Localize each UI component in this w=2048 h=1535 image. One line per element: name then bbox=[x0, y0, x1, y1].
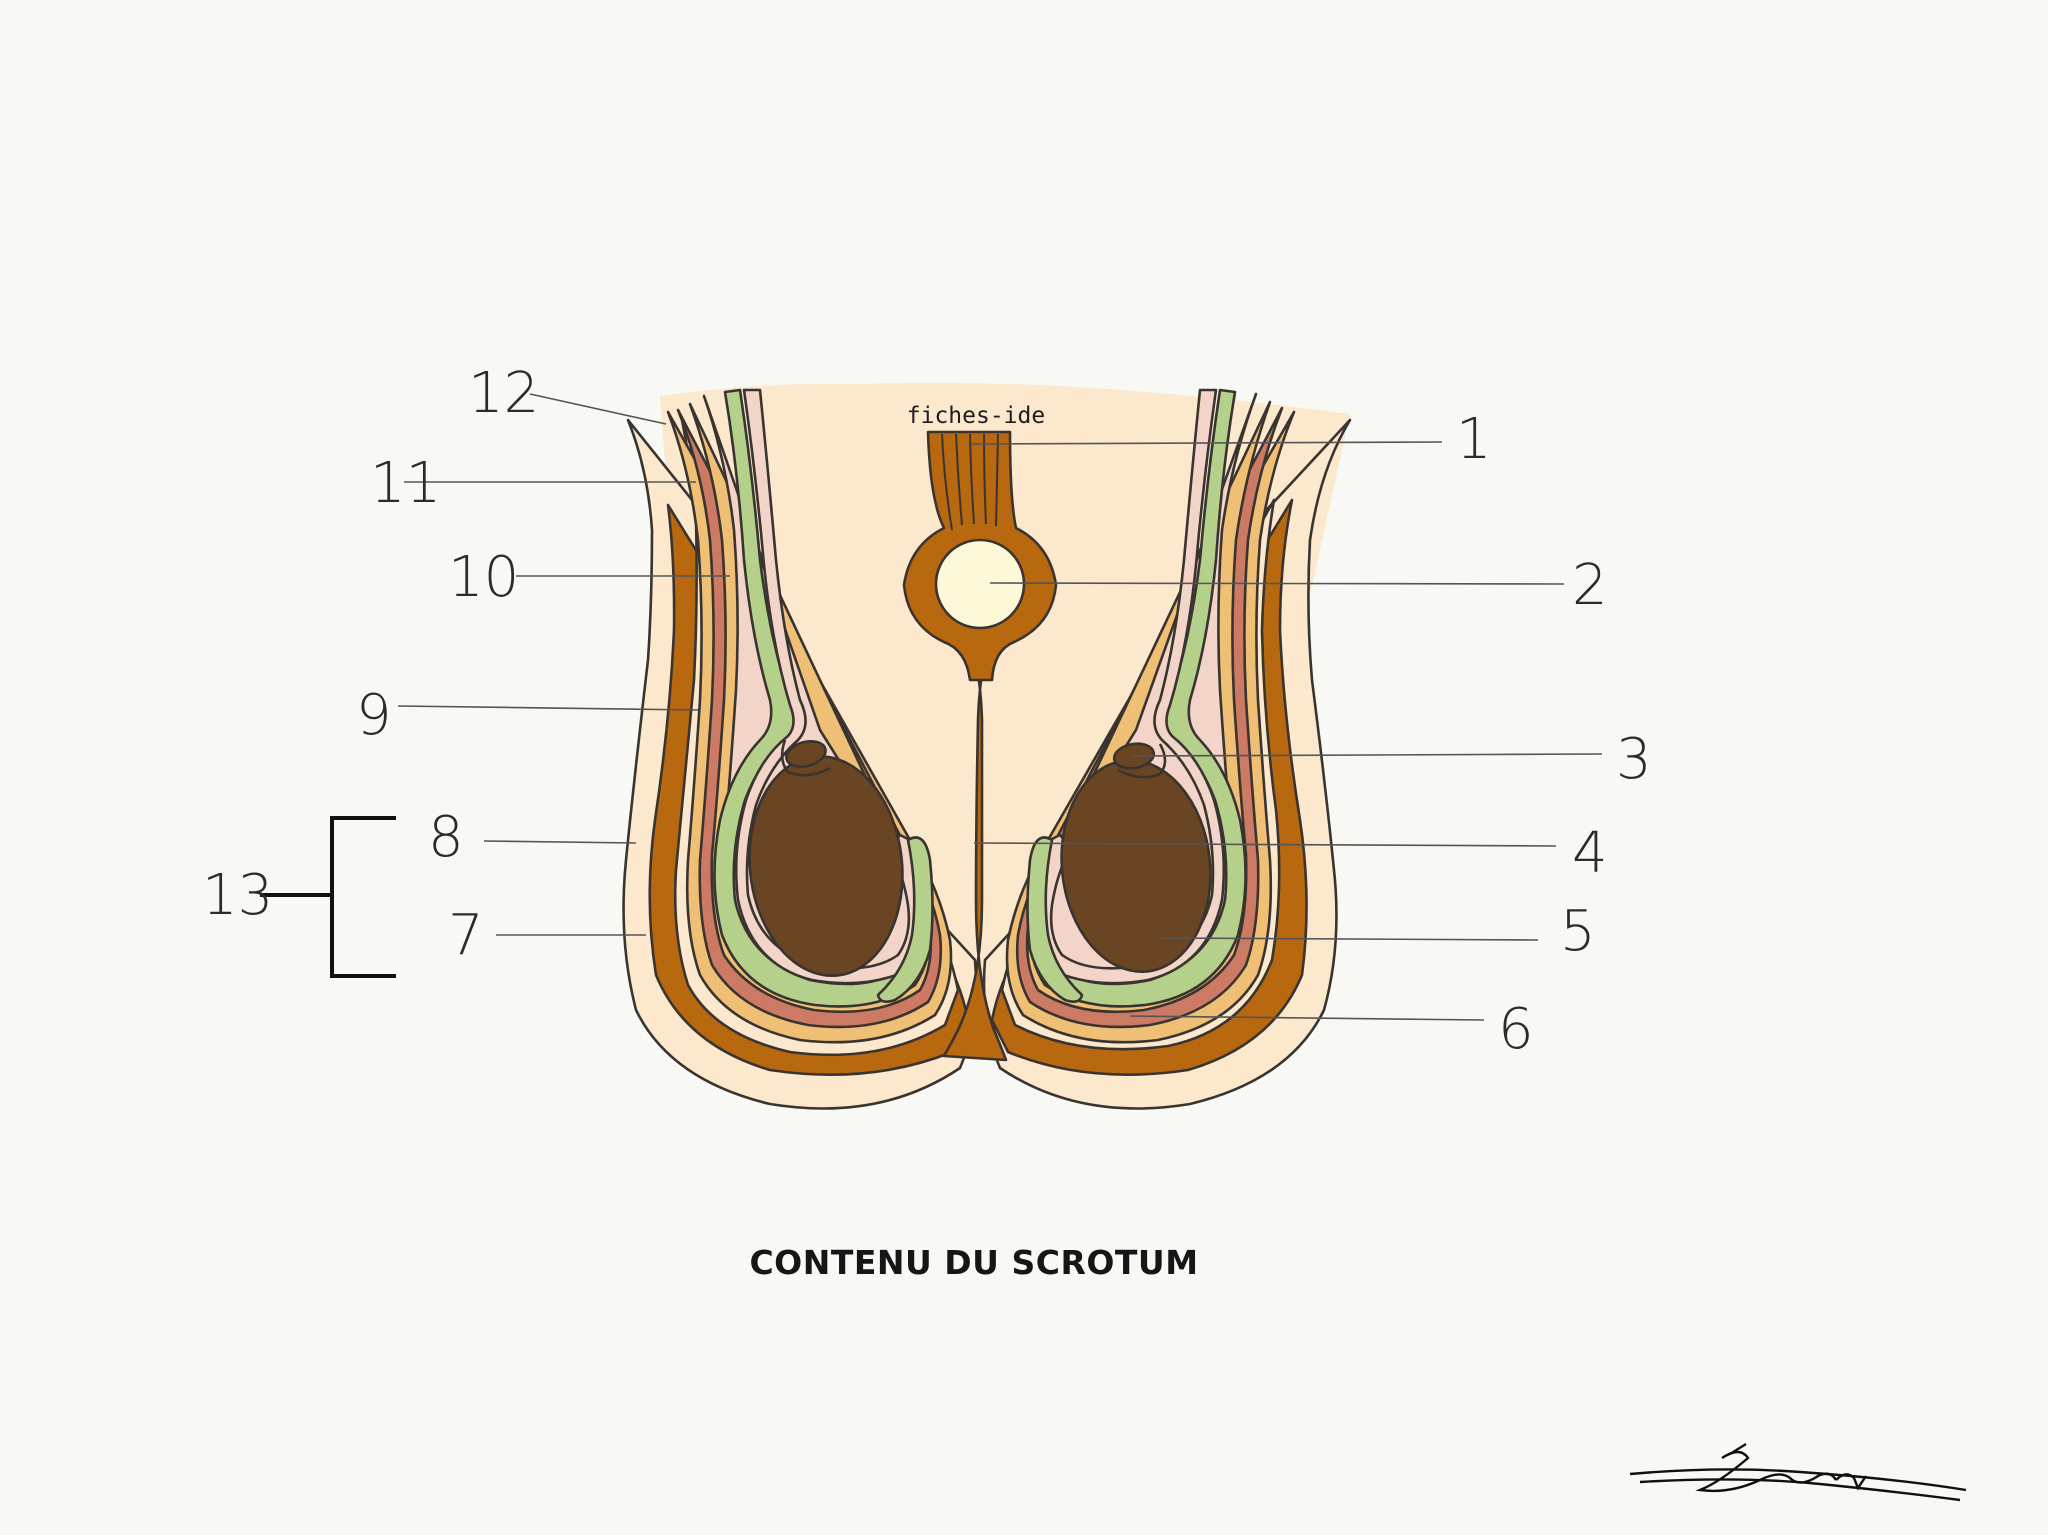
label-10: 10 bbox=[448, 545, 519, 610]
leader-lines bbox=[397, 393, 1603, 1021]
left-green-thread bbox=[780, 739, 831, 777]
left-hemiscrotum bbox=[622, 388, 978, 1110]
scrotum-body bbox=[622, 382, 1352, 1110]
bracket-13 bbox=[260, 816, 396, 978]
right-epididymis-tail bbox=[1026, 836, 1084, 1003]
label-2: 2 bbox=[1572, 553, 1608, 618]
label-6: 6 bbox=[1498, 997, 1534, 1062]
median-septum bbox=[942, 634, 1008, 1062]
watermark: fiches-ide bbox=[907, 403, 1045, 429]
left-vessel bbox=[785, 740, 827, 768]
label-11: 11 bbox=[370, 451, 441, 516]
label-4: 4 bbox=[1572, 821, 1608, 886]
right-green-thread bbox=[1117, 743, 1167, 779]
label-9: 9 bbox=[356, 683, 392, 748]
right-hemiscrotum bbox=[982, 388, 1352, 1110]
label-3: 3 bbox=[1616, 727, 1652, 792]
cord-vessel bbox=[934, 538, 1026, 630]
label-13: 13 bbox=[202, 863, 273, 928]
label-12: 12 bbox=[468, 361, 539, 426]
diagram-title: CONTENU DU SCROTUM bbox=[749, 1243, 1198, 1282]
label-1: 1 bbox=[1456, 407, 1492, 472]
label-8: 8 bbox=[428, 805, 464, 870]
left-epididymis-tail bbox=[876, 836, 934, 1003]
label-5: 5 bbox=[1560, 899, 1596, 964]
number-labels: 1 2 3 4 5 6 7 8 9 10 11 12 13 bbox=[202, 361, 1652, 1062]
signature bbox=[1629, 1442, 1967, 1502]
label-7: 7 bbox=[448, 903, 484, 968]
